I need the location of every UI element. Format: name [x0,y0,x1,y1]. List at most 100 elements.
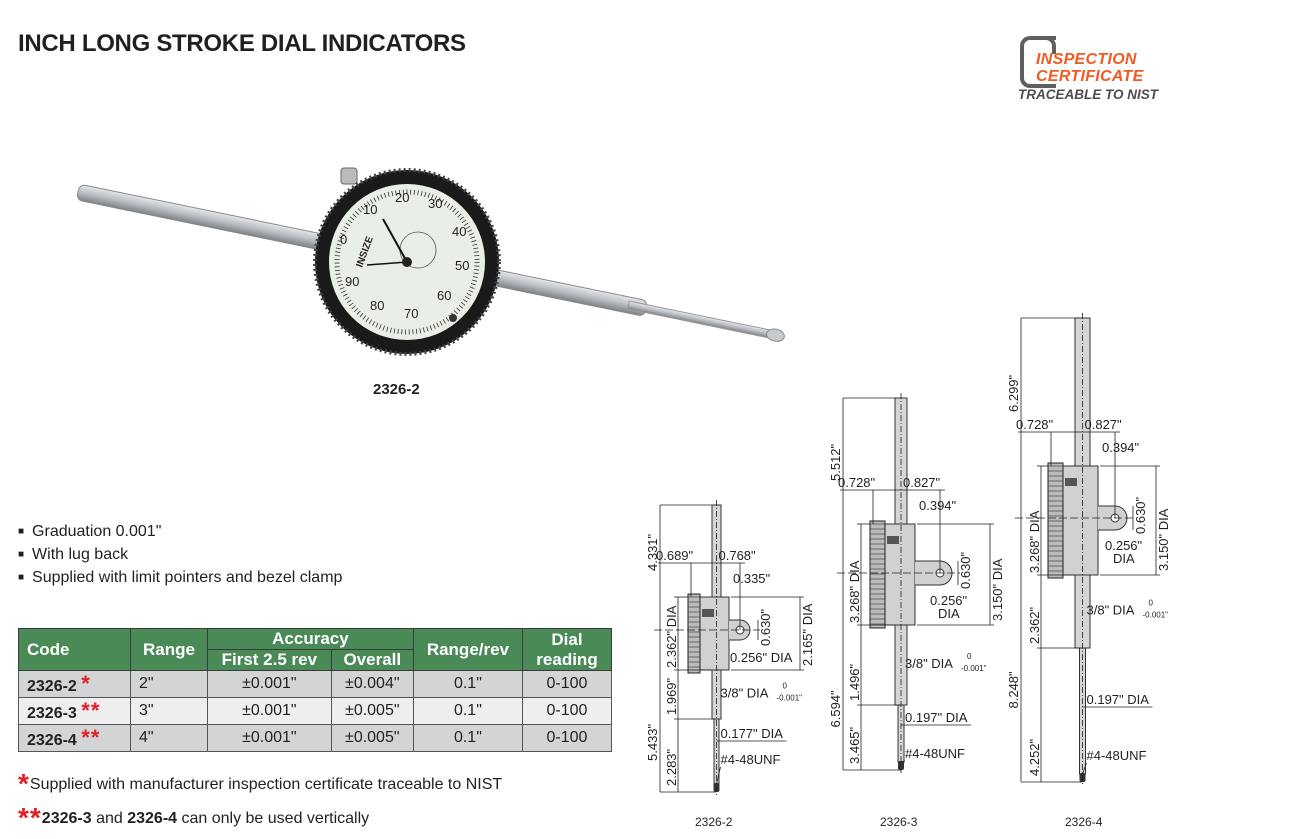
cell-dial: 0-100 [522,697,612,725]
dim-top-length: 4.331" [645,533,660,571]
dim-total-length: 6.594" [828,690,843,728]
logo-line-3: TRACEABLE TO NIST [1018,87,1159,102]
dim-tolerance-lower: -0.001" [961,664,987,673]
col-dial-reading: Dial reading [522,628,612,671]
drawing-caption: 2326-4 [1065,815,1103,829]
dim-front-depth: 0.728" [1016,417,1054,432]
col-range-rev: Range/rev [412,628,524,671]
dim-tolerance-upper: 0 [967,652,972,661]
dim-lug-height: 0.630" [958,551,973,589]
dim-stem-length: 1.496" [847,663,862,701]
dial-number: 30 [428,196,442,211]
dim-dial-diameter: 2.362" DIA [664,605,679,668]
dim-lug-height: 0.630" [758,608,773,646]
dim-thread: #4-48UNF [721,752,781,767]
dim-thread: #4-48UNF [1087,748,1147,763]
dim-dial-diameter: 3.268" DIA [847,560,862,623]
footnote-2: **2326-3 and 2326-4 can only be used ver… [18,802,370,833]
cell-overall: ±0.005" [330,724,414,752]
col-code: Code [18,628,131,671]
dim-back-depth: 0.827" [1085,417,1123,432]
dim-hole-diameter: 0.256" [1105,538,1143,553]
bezel [687,593,701,674]
dim-spindle-length: 2.283" [664,748,679,786]
dim-front-depth: 0.728" [838,475,876,490]
dim-front-depth: 0.689" [656,548,694,563]
feature-list: Graduation 0.001" With lug back Supplied… [18,521,342,590]
cell-dial: 0-100 [522,724,612,752]
cell-range: 4" [130,724,208,752]
dim-back-diameter: 2.165" DIA [800,603,815,666]
dim-back-depth: 0.827" [903,475,941,490]
feature-item: With lug back [18,544,342,567]
table-row: 2326-2 * 2" ±0.001" ±0.004" 0.1" 0-100 [18,670,612,698]
cell-first: ±0.001" [207,697,332,725]
drawing-2326-2: 4.331"5.433"2.362" DIA1.969"2.283"0.689"… [645,500,815,829]
dim-stem-diameter: 3/8" DIA [721,686,769,701]
contact-point [898,761,904,770]
dial-number: 50 [455,258,469,273]
cell-code: 2326-3 ** [18,697,131,725]
dim-back-diameter: 3.150" DIA [1156,508,1171,571]
dim-stem-diameter: 3/8" DIA [905,656,953,671]
dim-spindle-length: 4.252" [1027,738,1042,776]
page-title: INCH LONG STROKE DIAL INDICATORS [18,30,466,57]
dim-top-length: 5.512" [828,443,843,481]
cell-overall: ±0.005" [330,697,414,725]
drawing-caption: 2326-2 [695,815,733,829]
dim-tolerance-lower: -0.001" [1143,611,1169,620]
dim-lug-height: 0.630" [1133,496,1148,534]
col-range: Range [130,628,208,671]
cell-range-rev: 0.1" [412,724,524,752]
dim-lug-offset: 0.335" [733,571,771,586]
cell-range-rev: 0.1" [412,697,524,725]
feature-item: Graduation 0.001" [18,521,342,544]
bezel [1047,462,1064,579]
logo-line-1: INSPECTION [1036,51,1137,68]
dim-hole-diameter: 0.256" DIA [730,650,793,665]
cell-overall: ±0.004" [330,670,414,698]
table-row: 2326-4 ** 4" ±0.001" ±0.005" 0.1" 0-100 [18,724,612,752]
drawing-2326-3: 5.512"6.594"3.268" DIA1.496"3.465"0.728"… [828,393,1005,829]
inspection-certificate-logo: INSPECTION CERTIFICATE TRACEABLE TO NIST [1018,34,1178,104]
dim-thread: #4-48UNF [905,746,965,761]
body [699,596,730,671]
cell-range: 2" [130,670,208,698]
dial-number: 0 [340,232,347,247]
dim-hole-diameter: 0.256" [930,593,968,608]
cell-code: 2326-2 * [18,670,131,698]
dial-number: 20 [395,190,409,205]
drawing-2326-4: 6.299"8.248"3.268" DIA2.362"4.252"0.728"… [1006,313,1171,829]
col-accuracy: Accuracy [207,628,414,650]
dim-tolerance-lower: -0.001" [777,694,803,703]
cell-first: ±0.001" [207,724,332,752]
bezel-clamp [340,167,358,185]
feature-item: Supplied with limit pointers and bezel c… [18,567,342,590]
contact-point [766,328,785,342]
dial-number: 10 [363,202,377,217]
logo-line-2: CERTIFICATE [1036,68,1144,85]
dim-spindle-diameter: 0.197" DIA [1087,692,1150,707]
dim-top-length: 6.299" [1006,374,1021,412]
product-caption: 2326-2 [373,381,420,398]
dim-dial-diameter: 3.268" DIA [1027,510,1042,573]
dim-spindle-diameter: 0.197" DIA [905,710,968,725]
dim-tolerance-upper: 0 [783,682,788,691]
cell-range-rev: 0.1" [412,670,524,698]
dial-number: 70 [404,306,418,321]
drawing-caption: 2326-3 [880,815,918,829]
col-first-rev: First 2.5 rev [207,649,332,671]
spec-table: Code Range Accuracy Range/rev Dial readi… [18,628,612,752]
dim-spindle-diameter: 0.177" DIA [721,726,784,741]
logo-bracket-top [1038,36,1056,54]
cell-code: 2326-4 ** [18,724,131,752]
dim-back-diameter: 3.150" DIA [990,558,1005,621]
cell-range: 3" [130,697,208,725]
dial-pointer [382,218,408,263]
dim-lug-offset: 0.394" [919,498,957,513]
dim-lug-offset: 0.394" [1102,440,1140,455]
bezel [869,520,886,629]
